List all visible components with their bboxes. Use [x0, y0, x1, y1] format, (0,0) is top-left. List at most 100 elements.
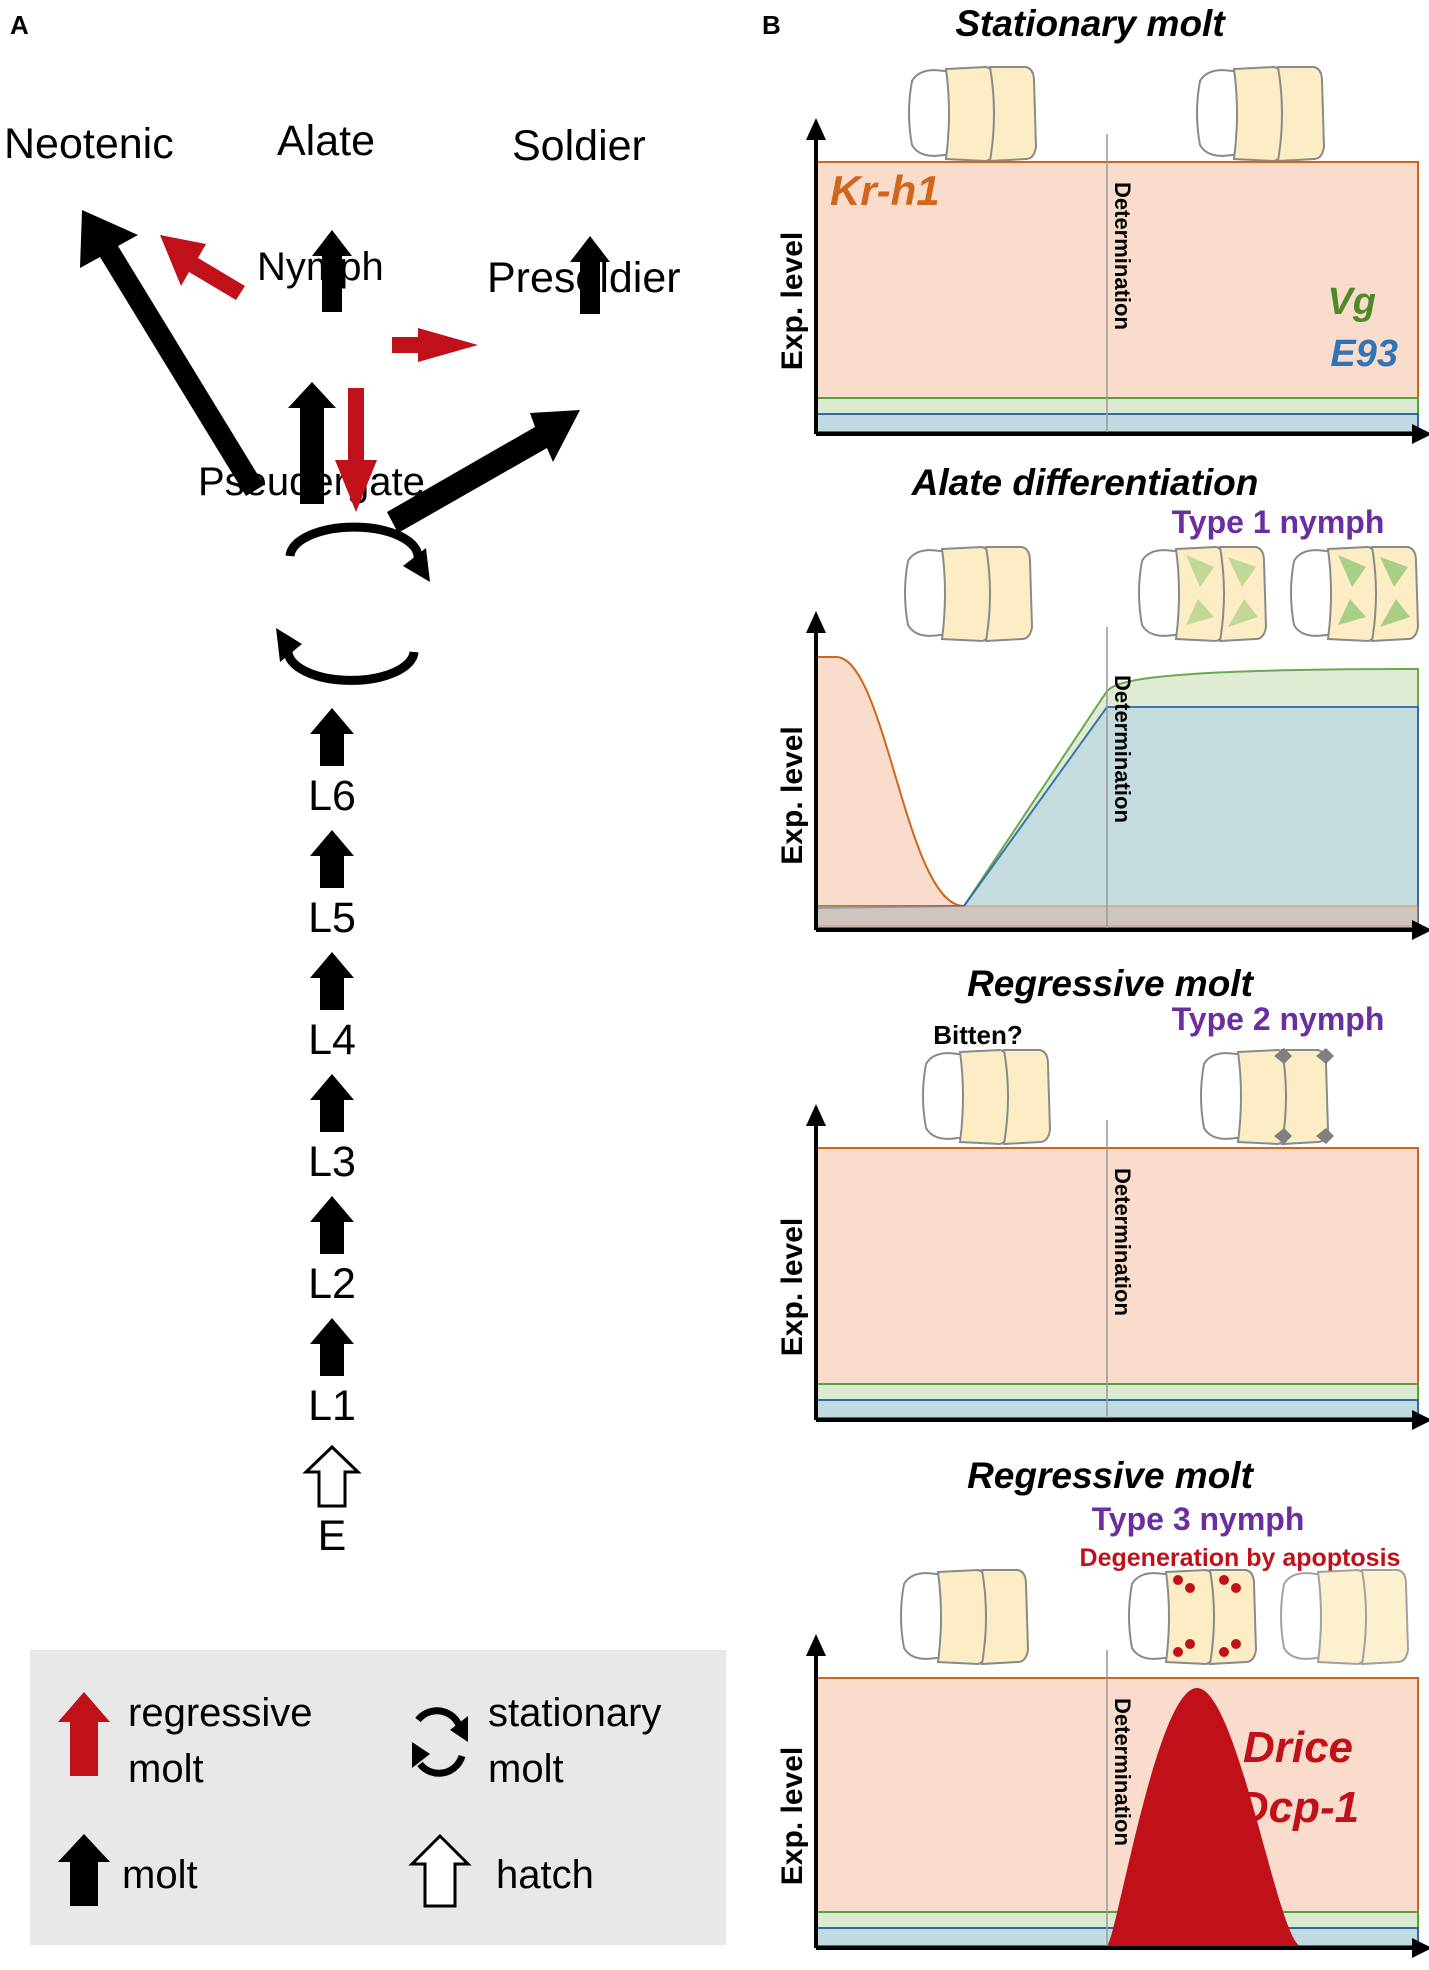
panel-b-letter: B [762, 10, 781, 40]
molt-arrow [310, 830, 354, 888]
molt-arrow-presoldier-to-soldier [570, 236, 610, 314]
apoptosis-note: Degeneration by apoptosis [1080, 1544, 1401, 1572]
chart-title: Stationary molt [955, 3, 1226, 44]
chart-title: Regressive molt [967, 1455, 1255, 1496]
wing-pad-illustration [922, 1049, 1051, 1145]
legend-stationary-arrowhead-top [450, 1716, 468, 1742]
nymph-type-label: Type 3 nymph [1092, 1501, 1305, 1537]
apoptosis-dot [1173, 1647, 1183, 1657]
nymph-type-label: Type 1 nymph [1172, 504, 1385, 540]
apoptosis-dot [1231, 1639, 1241, 1649]
x-axis-arrowhead [1412, 1938, 1429, 1958]
gene-label-drice: Drice [1243, 1723, 1353, 1772]
legend-hatch-arrow-icon [408, 1833, 472, 1908]
series-vg-area [815, 1383, 1419, 1401]
chart-title: Regressive molt [967, 963, 1255, 1004]
stage-label-l4: L4 [308, 1016, 356, 1064]
x-axis-arrowhead [1412, 424, 1429, 444]
stage-label-l5: L5 [308, 894, 356, 942]
determination-label: Determination [1110, 182, 1135, 330]
apoptosis-dot [1219, 1575, 1229, 1585]
wing-pad-illustration [1196, 66, 1325, 162]
neotenic-label: Neotenic [4, 120, 174, 168]
series-kr-h1-baseline [815, 905, 1419, 927]
legend-regressive-line1: regressive [128, 1691, 313, 1735]
legend-stationary-arrowhead-bottom [412, 1742, 430, 1768]
wing-vein-mark [1338, 599, 1366, 625]
soldier-label: Soldier [512, 122, 646, 170]
y-axis-arrowhead [806, 611, 826, 633]
y-axis-arrowhead [806, 1634, 826, 1656]
wing-vein-mark [1186, 555, 1214, 587]
wing-vein-mark [1380, 557, 1408, 587]
legend-regressive-arrow-icon [58, 1692, 110, 1776]
molt-arrow-pseudergate-to-nymph [288, 382, 336, 504]
wing-pad-illustration [908, 66, 1037, 162]
bite-mark [1316, 1048, 1334, 1064]
wing-vein-mark [1228, 557, 1256, 587]
determination-label: Determination [1110, 675, 1135, 823]
series-kr-h1-area [815, 1677, 1419, 1947]
molt-arrow-pseudergate-to-presoldier [387, 410, 580, 533]
stage-label-l2: L2 [308, 1260, 356, 1308]
y-axis-arrowhead [806, 118, 826, 140]
chart-title: Alate differentiation [911, 462, 1259, 503]
series-e93-area [815, 1399, 1419, 1419]
legend-stationary-line2: molt [488, 1747, 564, 1791]
stage-label-l3: L3 [308, 1138, 356, 1186]
gene-label-vg: Vg [1327, 281, 1376, 323]
stationary-loop-arrowhead-bottom [276, 628, 302, 662]
apoptosis-dot [1231, 1583, 1241, 1593]
stationary-loop-arrowhead-top [403, 548, 430, 582]
y-axis-label: Exp. level [776, 1218, 809, 1356]
stage-label-l1: L1 [308, 1382, 356, 1430]
legend-stationary-line1: stationary [488, 1691, 661, 1735]
wing-vein-mark [1186, 599, 1214, 625]
legend: regressive molt stationary molt molt hat… [30, 1650, 726, 1945]
legend-regressive-line2: molt [128, 1747, 204, 1791]
apoptosis-dot [1185, 1583, 1195, 1593]
molt-arrow [310, 1196, 354, 1254]
apoptosis-dot [1185, 1639, 1195, 1649]
regressive-arrow-nymph-to-presoldier [392, 328, 478, 362]
x-axis-arrowhead [1412, 920, 1429, 940]
molt-arrow [310, 1318, 354, 1376]
wing-pad-illustration [1290, 546, 1419, 642]
alate-label: Alate [277, 117, 375, 165]
gene-label-e93: E93 [1330, 333, 1398, 375]
apoptosis-dot [1219, 1647, 1229, 1657]
wing-pad-illustration [900, 1569, 1029, 1665]
gene-label-kr-h1: Kr-h1 [830, 167, 940, 214]
bite-mark [1274, 1048, 1292, 1064]
y-axis-label: Exp. level [776, 232, 809, 370]
molt-arrow [310, 708, 354, 766]
series-drice-dcp1-peak [1107, 1688, 1300, 1946]
y-axis-label: Exp. level [776, 1747, 809, 1885]
nymph-type-label: Type 2 nymph [1172, 1001, 1385, 1037]
wing-vein-mark [1228, 599, 1258, 627]
hatch-arrow [302, 1444, 362, 1508]
wing-pad-illustration [1280, 1569, 1409, 1665]
gene-label-dcp-1: Dcp-1 [1237, 1783, 1359, 1832]
stationary-loop-icon [283, 522, 423, 685]
wing-pad-illustration [904, 546, 1033, 642]
series-e93-area [815, 413, 1419, 433]
y-axis-label: Exp. level [776, 726, 809, 864]
determination-label: Determination [1110, 1698, 1135, 1846]
molt-arrow-nymph-to-alate-shape [312, 230, 352, 312]
panel-a-letter: A [10, 10, 29, 40]
bite-mark [1316, 1128, 1334, 1144]
regressive-arrow-nymph-to-pseudergate [335, 388, 377, 512]
series-vg-area [815, 397, 1419, 415]
legend-hatch-label: hatch [496, 1853, 594, 1897]
regressive-arrow-nymph-to-neotenic [160, 235, 245, 300]
series-kr-h1-area [815, 161, 1419, 433]
wing-pad-illustration [1138, 546, 1267, 642]
y-axis-arrowhead [806, 1104, 826, 1126]
series-kr-h1-area [815, 1147, 1419, 1419]
